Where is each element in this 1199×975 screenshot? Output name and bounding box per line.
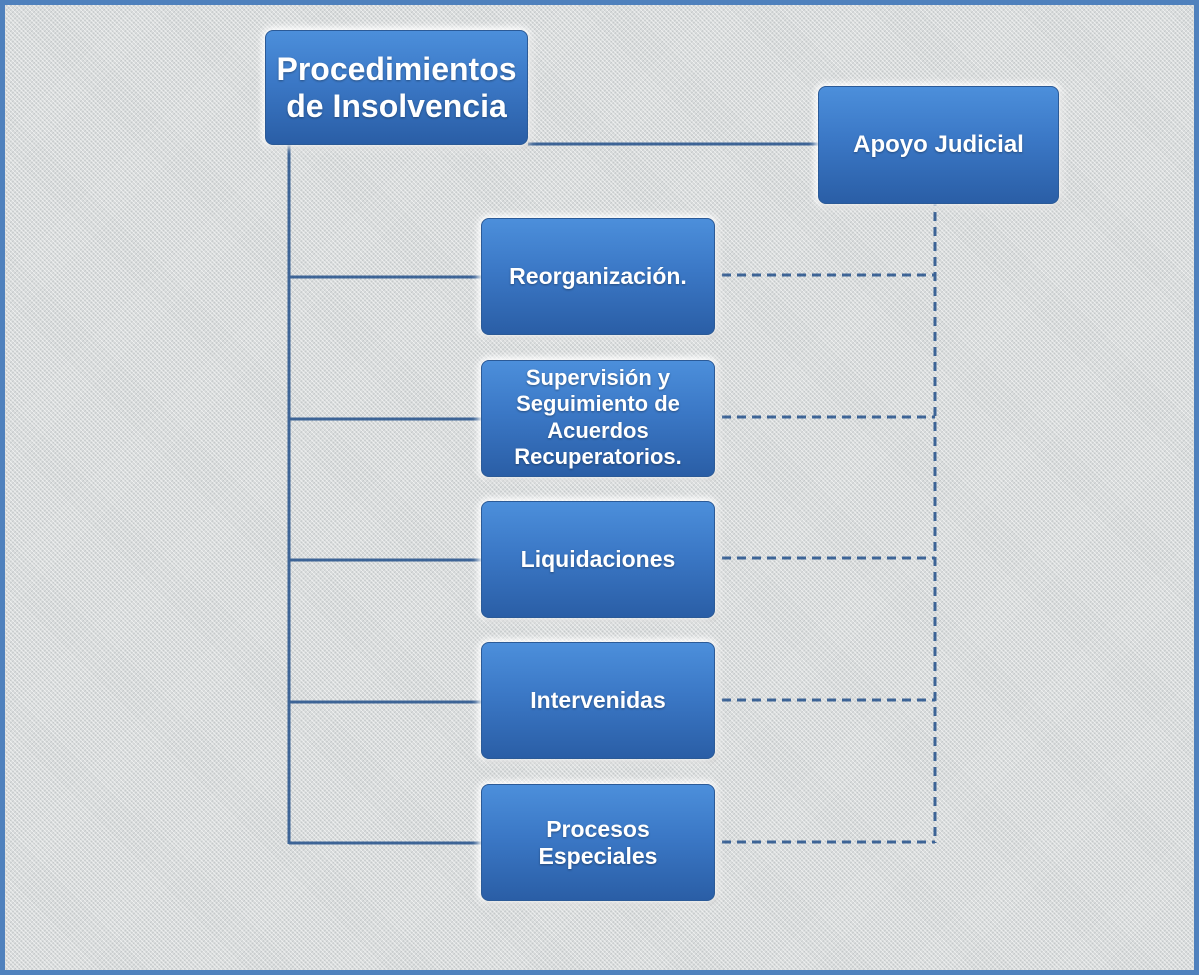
child-node-supervision: Supervisión y Seguimiento de Acuerdos Re… (481, 360, 715, 477)
root-node: Procedimientos de Insolvencia (265, 30, 528, 145)
child-node-label: Intervenidas (530, 687, 666, 714)
support-node-label: Apoyo Judicial (853, 131, 1024, 159)
child-node-label: Liquidaciones (520, 546, 676, 573)
child-node-reorganizacion: Reorganización. (481, 218, 715, 335)
support-node: Apoyo Judicial (818, 86, 1059, 204)
child-node-intervenidas: Intervenidas (481, 642, 715, 759)
child-node-label: Procesos Especiales (538, 816, 658, 869)
child-node-liquidaciones: Liquidaciones (481, 501, 715, 618)
child-node-label: Reorganización. (509, 263, 687, 290)
child-node-label: Supervisión y Seguimiento de Acuerdos Re… (514, 364, 682, 469)
root-node-label: Procedimientos de Insolvencia (276, 50, 517, 124)
child-node-procesos-especiales: Procesos Especiales (481, 784, 715, 901)
